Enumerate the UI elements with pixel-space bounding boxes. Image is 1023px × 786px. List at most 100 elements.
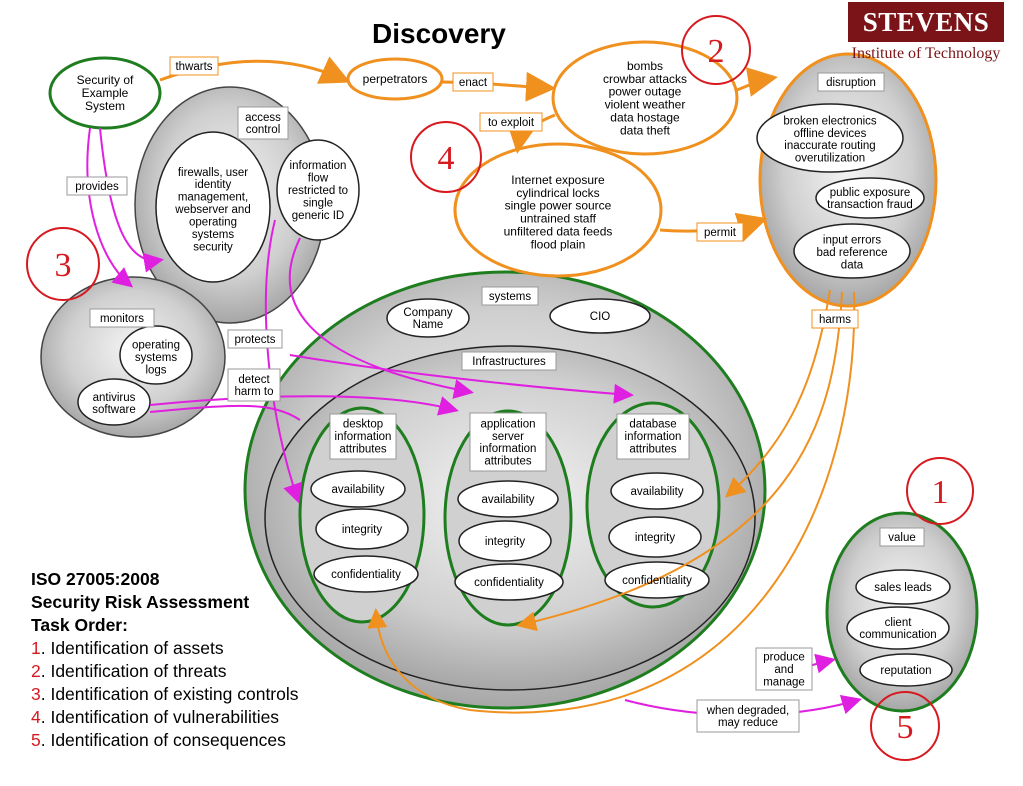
label-box-thwarts (169, 56, 219, 76)
protects-label: protects (235, 334, 276, 346)
database-integrity-label: integrity (635, 532, 676, 544)
systems-label: systems (489, 291, 531, 303)
database-integrity (608, 516, 702, 558)
desktop-availability (310, 470, 406, 508)
desktop-confidentiality (313, 555, 419, 593)
value-reputation-label: reputation (880, 665, 931, 677)
permit-label: permit (704, 227, 737, 239)
stevens-logo: STEVENS Institute of Technology (848, 2, 1004, 68)
to-exploit-label: to exploit (488, 117, 535, 129)
cio-label: CIO (590, 311, 611, 323)
step-marker-4 (410, 121, 482, 193)
desktop-confidentiality-label: confidentiality (331, 569, 401, 581)
appserver-availability-label: availability (481, 494, 534, 506)
edge-provides-access (99, 127, 164, 273)
security-node (48, 56, 162, 130)
label-box-database (616, 413, 690, 460)
task-step-text: . Identification of threats (40, 661, 227, 681)
label-box-produce (755, 647, 813, 691)
step-marker-number: 2 (708, 33, 725, 70)
broken-node (756, 103, 904, 173)
appserver-confidentiality (454, 563, 564, 601)
step-marker-3 (26, 227, 100, 301)
vulnerabilities-node (453, 142, 663, 278)
label-box-permit (696, 222, 744, 242)
public-node (815, 177, 925, 219)
task-step-num: 1 (31, 638, 41, 658)
edge-harms-3 (367, 291, 856, 714)
logo-wordmark: STEVENS (848, 2, 1004, 40)
step-marker-number: 5 (897, 709, 914, 746)
task-step: 2. Identification of threats (31, 660, 361, 683)
database-availability (610, 472, 704, 510)
logo-subtitle: Institute of Technology (848, 40, 1004, 64)
step-marker-number: 3 (55, 247, 72, 284)
label-box-detect (227, 368, 281, 402)
company-node (386, 298, 470, 338)
edge-protects-app (288, 237, 474, 399)
task-step-num: 5 (31, 730, 41, 750)
label-box-systems (481, 286, 539, 306)
task-order-list: ISO 27005:2008 Security Risk Assessment … (31, 568, 361, 752)
task-step-text: . Identification of assets (40, 638, 224, 658)
task-step: 4. Identification of vulnerabilities (31, 706, 361, 729)
os-logs-node (119, 325, 193, 385)
enact-label: enact (459, 77, 488, 89)
perpetrators-label: perpetrators (363, 72, 428, 86)
monitors-label: monitors (100, 313, 144, 325)
label-box-infra (461, 351, 557, 371)
task-step-text: . Identification of consequences (40, 730, 286, 750)
label-box-value (879, 527, 925, 547)
edge-detect-2 (149, 404, 301, 421)
disruption-label: disruption (826, 77, 876, 89)
task-step-num: 4 (31, 707, 41, 727)
label-box-access (237, 106, 289, 140)
value-reputation (859, 653, 953, 687)
appserver-integrity (458, 520, 552, 562)
label-box-enact (452, 72, 494, 92)
task-step-num: 2 (31, 661, 41, 681)
database-confidentiality-label: confidentiality (622, 575, 692, 587)
infra-label: Infrastructures (472, 356, 546, 368)
task-step-text: . Identification of existing controls (40, 684, 299, 704)
edge-protects-desktop (264, 219, 303, 504)
task-step: 1. Identification of assets (31, 637, 361, 660)
database-availability-label: availability (630, 486, 683, 498)
desktop-availability-label: availability (331, 484, 384, 496)
edge-detect-1 (149, 395, 459, 416)
value-label: value (888, 532, 916, 544)
provides-label: provides (75, 181, 119, 193)
label-box-disruption (817, 72, 885, 92)
edge-protects-db (289, 354, 634, 404)
page-title: Discovery (372, 18, 506, 49)
task-step: 3. Identification of existing controls (31, 683, 361, 706)
label-box-appserver (469, 412, 547, 472)
step-marker-number: 1 (932, 474, 949, 511)
value-sales-leads-label: sales leads (874, 582, 932, 594)
harms-label: harms (819, 314, 851, 326)
degraded-label: when degraded,may reduce (706, 705, 789, 729)
task-step-num: 3 (31, 684, 41, 704)
label-box-to-exploit (479, 112, 543, 132)
desktop-integrity-label: integrity (342, 524, 383, 536)
task-step-text: . Identification of vulnerabilities (40, 707, 280, 727)
step-marker-5 (870, 691, 940, 761)
desktop-integrity (315, 508, 409, 550)
